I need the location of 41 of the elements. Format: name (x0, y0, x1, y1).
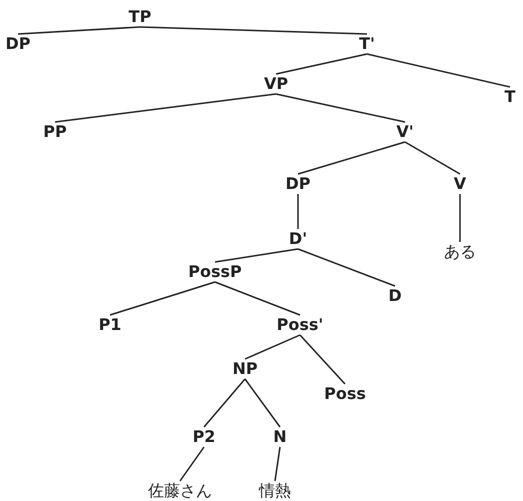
tree-branch (214, 248, 298, 263)
tree-branch (276, 53, 368, 75)
tree-node-label: Poss (324, 385, 366, 403)
tree-node-label: V (454, 175, 466, 193)
tree-branch (298, 248, 396, 287)
tree-node-label: NP (232, 360, 258, 378)
tree-node-label: DP (6, 35, 30, 53)
tree-branch (140, 26, 368, 35)
tree-node-label: V' (396, 123, 414, 141)
tree-node-label: D' (288, 230, 308, 248)
tree-node-label: N (273, 428, 287, 446)
tree-branch (54, 93, 276, 123)
tree-node-label: D (388, 287, 402, 305)
tree-branch (18, 26, 140, 35)
tree-branch (299, 334, 346, 384)
tree-node-label: 情熱 (259, 482, 291, 500)
tree-branch (297, 194, 299, 229)
tree-node-label: PossP (188, 263, 242, 281)
tree-branch (366, 53, 510, 88)
tree-branch (459, 194, 461, 242)
tree-branch (298, 141, 406, 175)
tree-branch (276, 93, 406, 123)
tree-branch (214, 281, 300, 316)
tree-node-label: ある (444, 243, 476, 261)
tree-node-label: P1 (98, 316, 122, 334)
tree-node-label: Poss' (276, 316, 324, 334)
tree-branch (110, 281, 216, 316)
tree-node-label: PP (43, 123, 67, 141)
tree-node-label: P2 (192, 428, 216, 446)
tree-node-label: TP (128, 8, 152, 26)
tree-branch (244, 378, 281, 428)
tree-node-label: 佐藤さん (148, 482, 212, 500)
tree-branch (203, 378, 246, 428)
tree-node-label: DP (286, 175, 310, 193)
tree-branch (274, 446, 281, 482)
tree-branch (179, 446, 205, 482)
tree-node-label: T (504, 88, 516, 106)
tree-node-label: VP (264, 75, 288, 93)
tree-node-label: T' (359, 35, 375, 53)
tree-branch (404, 141, 460, 175)
tree-branch (244, 334, 300, 360)
